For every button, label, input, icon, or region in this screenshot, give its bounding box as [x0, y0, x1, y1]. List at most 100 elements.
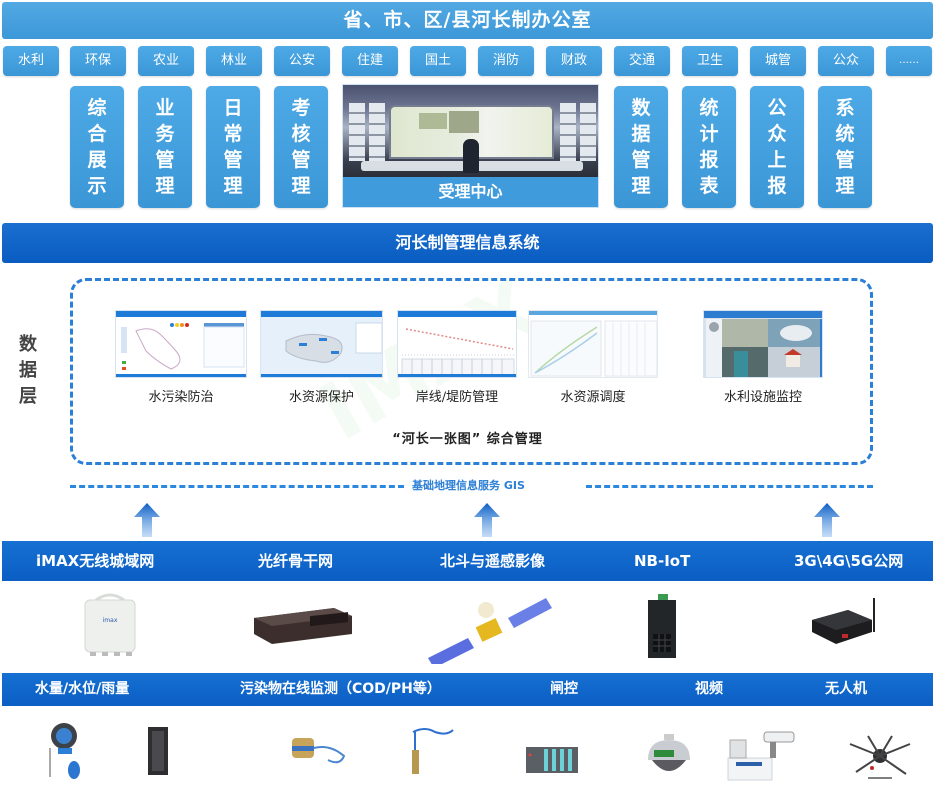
river-chief-map-caption: “河长一张图” 综合管理: [392, 432, 543, 447]
tile-char: 业: [155, 97, 175, 119]
tile-char: 管: [631, 149, 651, 171]
tile-char: 综: [87, 97, 107, 119]
side-screen: [580, 103, 596, 161]
tile-char: 报: [767, 175, 787, 197]
tile-char: 上: [767, 149, 787, 171]
network-fiber: 光纤骨干网: [258, 552, 334, 570]
tile-char: 常: [223, 123, 243, 145]
base-station-icon: imax: [84, 593, 136, 656]
acceptance-center[interactable]: 受理中心: [342, 84, 599, 208]
sensor-drone: 无人机: [825, 681, 867, 697]
side-screen: [349, 103, 365, 161]
tile-public-report[interactable]: 公 众 上 报: [750, 86, 804, 208]
curve-chart-icon: [530, 320, 657, 377]
thumb-facility-monitoring[interactable]: [703, 310, 823, 378]
dept-finance[interactable]: 财政: [546, 46, 602, 76]
arrow-up-icon: [474, 503, 500, 537]
drone-icon: [849, 735, 911, 779]
tile-char: 据: [631, 123, 651, 145]
tile-comprehensive-display[interactable]: 综 合 展 示: [70, 86, 124, 208]
dept-public-security[interactable]: 公安: [274, 46, 330, 76]
sensor-bar: 水量/水位/雨量 污染物在线监测（COD/PH等） 闸控 视频 无人机: [2, 673, 933, 706]
network-bar: iMAX无线城域网 光纤骨干网 北斗与遥感影像 NB-IoT 3G\4G\5G公…: [2, 541, 933, 581]
layer-char: 据: [19, 360, 37, 381]
tile-statistics-report[interactable]: 统 计 报 表: [682, 86, 736, 208]
tile-char: 计: [699, 123, 719, 145]
tile-char: 管: [223, 149, 243, 171]
water-level-gauge-icon: [49, 723, 80, 779]
arrow-up-icon: [814, 503, 840, 537]
tile-char: 展: [87, 149, 107, 171]
network-switch-icon: [254, 608, 352, 644]
thumb-water-protection[interactable]: [260, 310, 383, 378]
gis-label: 基础地理信息服务 GIS: [412, 479, 525, 492]
system-title: 河长制管理信息系统: [2, 223, 933, 263]
thumb-water-dispatch[interactable]: [528, 310, 658, 378]
tile-system-management[interactable]: 系 统 管 理: [818, 86, 872, 208]
water-quality-sensor-icon: [292, 738, 346, 764]
tile-char: 统: [835, 123, 855, 145]
dept-environment[interactable]: 环保: [70, 46, 126, 76]
dept-forestry[interactable]: 林业: [206, 46, 262, 76]
caption-shoreline-management: 岸线/堤防管理: [415, 390, 499, 405]
sensor-gate-control: 闸控: [550, 681, 578, 697]
probe-sensor-icon: [412, 728, 454, 774]
tile-char: 合: [87, 123, 107, 145]
dept-fire[interactable]: 消防: [478, 46, 534, 76]
rain-gauge-icon: [148, 727, 168, 775]
satellite-icon: [428, 598, 552, 664]
tile-data-management[interactable]: 数 据 管 理: [614, 86, 668, 208]
pollution-map-icon: [121, 323, 245, 370]
tile-assessment-management[interactable]: 考 核 管 理: [274, 86, 328, 208]
network-nbiot: NB-IoT: [634, 552, 691, 570]
industrial-switch-icon: [648, 594, 676, 658]
thumb-shoreline-management[interactable]: [397, 310, 517, 378]
gis-dash-left: [70, 485, 404, 488]
dept-transport[interactable]: 交通: [614, 46, 670, 76]
acceptance-center-label: 受理中心: [343, 177, 598, 207]
tile-char: 表: [699, 175, 719, 197]
tile-business-management[interactable]: 业 务 管 理: [138, 86, 192, 208]
dept-agriculture[interactable]: 农业: [138, 46, 194, 76]
tile-char: 理: [155, 175, 175, 197]
tile-char: 示: [87, 175, 107, 197]
office-title: 省、市、区/县河长制办公室: [2, 2, 933, 39]
tile-char: 数: [631, 97, 651, 119]
tile-daily-management[interactable]: 日 常 管 理: [206, 86, 260, 208]
tile-char: 理: [835, 175, 855, 197]
control-room-image: [343, 85, 598, 179]
side-screen: [560, 103, 576, 161]
tile-char: 管: [835, 149, 855, 171]
tile-char: 日: [223, 97, 243, 119]
sensor-water-level: 水量/水位/雨量: [35, 681, 130, 697]
dept-housing[interactable]: 住建: [342, 46, 398, 76]
svg-text:imax: imax: [103, 617, 118, 624]
network-imax: iMAX无线城域网: [36, 552, 155, 570]
dept-more[interactable]: ……: [886, 46, 932, 76]
sensor-pollutant: 污染物在线监测（COD/PH等）: [240, 681, 441, 697]
dept-water-conservancy[interactable]: 水利: [3, 46, 59, 76]
arrow-up-icon: [134, 503, 160, 537]
ptz-camera-icon: [727, 731, 795, 781]
tile-char: 系: [835, 97, 855, 119]
tile-char: 管: [155, 149, 175, 171]
side-screen: [369, 103, 385, 161]
thumb-water-pollution[interactable]: [115, 310, 247, 378]
tile-char: 理: [631, 175, 651, 197]
tile-char: 理: [291, 175, 311, 197]
caption-facility-monitoring: 水利设施监控: [723, 390, 802, 405]
tile-char: 公: [767, 97, 787, 119]
dept-urban-management[interactable]: 城管: [750, 46, 806, 76]
dept-health[interactable]: 卫生: [682, 46, 738, 76]
tile-char: 众: [767, 123, 787, 145]
sensor-video: 视频: [695, 681, 723, 697]
operator-figure: [463, 139, 479, 173]
dept-public[interactable]: 公众: [818, 46, 874, 76]
dome-camera-icon: [648, 734, 690, 771]
layer-char: 数: [19, 334, 37, 355]
data-layer-frame: [70, 278, 873, 465]
dept-land[interactable]: 国土: [410, 46, 466, 76]
data-layer-label: 数 据 层: [16, 332, 40, 410]
tile-char: 核: [291, 123, 311, 145]
tile-char: 报: [699, 149, 719, 171]
